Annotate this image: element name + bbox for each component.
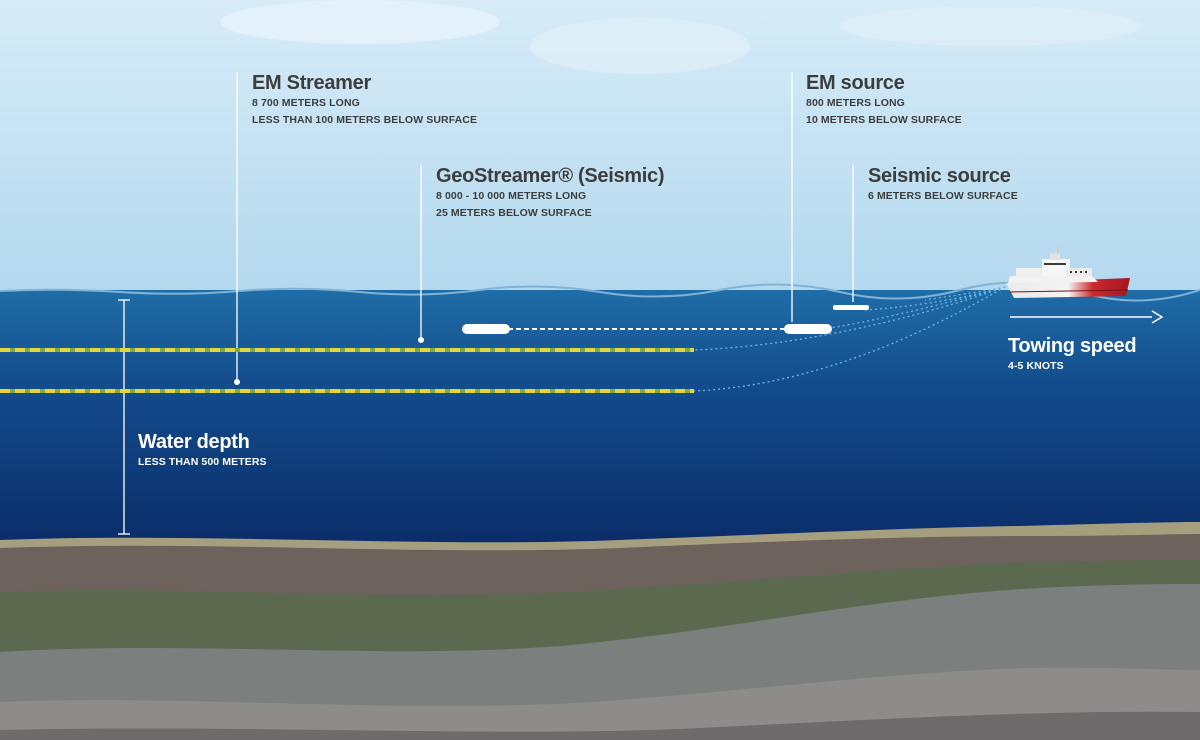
towing-speed-title: Towing speed bbox=[1008, 335, 1137, 357]
towing-speed-callout: Towing speed 4-5 KNOTS bbox=[1008, 334, 1137, 375]
em-streamer-title: EM Streamer bbox=[252, 72, 371, 94]
cloud bbox=[530, 18, 750, 74]
seismic-source-depth: 6 METERS BELOW SURFACE bbox=[868, 190, 1018, 202]
em-streamer-leader-dot bbox=[234, 379, 240, 385]
cloud bbox=[840, 6, 1140, 46]
em-source-depth: 10 METERS BELOW SURFACE bbox=[806, 114, 962, 126]
survey-vessel bbox=[1006, 246, 1130, 298]
geostreamer-length: 8 000 - 10 000 METERS LONG bbox=[436, 190, 587, 202]
em-source-callout: EM source 800 METERS LONG 10 METERS BELO… bbox=[806, 71, 962, 129]
geostreamer-leader-dot bbox=[418, 337, 424, 343]
sea-surface bbox=[0, 281, 1200, 302]
em-source-electrode-right bbox=[784, 324, 832, 334]
seismic-source-callout: Seismic source 6 METERS BELOW SURFACE bbox=[868, 164, 1018, 205]
tow-cable bbox=[693, 286, 1006, 392]
em-streamer-callout: EM Streamer 8 700 METERS LONG LESS THAN … bbox=[252, 71, 477, 129]
water-depth-value: LESS THAN 500 METERS bbox=[138, 456, 267, 468]
seismic-source-title: Seismic source bbox=[868, 165, 1011, 187]
sea bbox=[0, 290, 1200, 560]
cloud bbox=[220, 0, 500, 44]
geostreamer-title: GeoStreamer® (Seismic) bbox=[436, 165, 665, 187]
towing-speed-value: 4-5 KNOTS bbox=[1008, 360, 1064, 372]
em-streamer-length: 8 700 METERS LONG bbox=[252, 97, 360, 109]
em-source-electrode-left bbox=[462, 324, 510, 334]
tow-cable bbox=[864, 286, 1006, 311]
rock-layer-bottom bbox=[0, 711, 1200, 740]
tow-cable bbox=[829, 286, 1006, 329]
em-source-title: EM source bbox=[806, 72, 905, 94]
water-depth-callout: Water depth LESS THAN 500 METERS bbox=[138, 430, 267, 471]
geostreamer-callout: GeoStreamer® (Seismic) 8 000 - 10 000 ME… bbox=[436, 164, 665, 222]
geostreamer-depth: 25 METERS BELOW SURFACE bbox=[436, 207, 592, 219]
em-source-length: 800 METERS LONG bbox=[806, 97, 905, 109]
arrowhead-icon bbox=[1151, 310, 1164, 324]
seismic-source-array bbox=[833, 305, 869, 310]
em-streamer-depth: LESS THAN 100 METERS BELOW SURFACE bbox=[252, 114, 478, 126]
water-depth-title: Water depth bbox=[138, 431, 250, 453]
tow-cable bbox=[924, 286, 1006, 301]
